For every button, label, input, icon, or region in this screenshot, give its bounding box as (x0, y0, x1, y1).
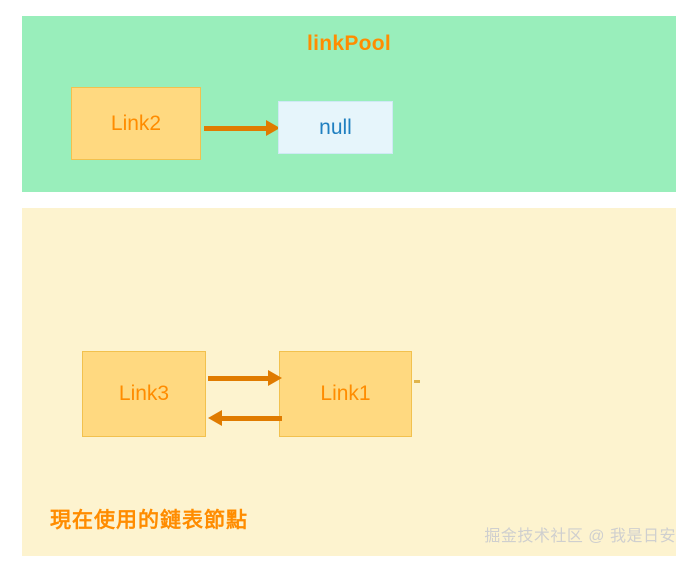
arrow-head-icon (268, 370, 282, 386)
node-null-label: null (319, 115, 352, 139)
node-link3-label: Link3 (118, 382, 170, 405)
node-null: null (278, 101, 393, 154)
arrow-head-icon (208, 410, 222, 426)
node-link1-next-stub (414, 380, 420, 383)
watermark: 掘金技术社区 @ 我是日安 (484, 528, 676, 545)
node-link1-label: Link1 (320, 382, 371, 405)
node-link1: Link1 (279, 351, 412, 437)
active-nodes-title: 現在使用的鏈表節點 (50, 509, 248, 532)
arrow-shaft (208, 376, 268, 381)
arrow-shaft (222, 416, 282, 421)
node-link2-label: Link2 (110, 111, 162, 135)
link-pool-title: linkPool (306, 32, 392, 55)
node-link2: Link2 (71, 87, 201, 160)
arrow-shaft (204, 126, 266, 131)
arrow-head-icon (266, 120, 280, 136)
node-link3: Link3 (82, 351, 206, 437)
